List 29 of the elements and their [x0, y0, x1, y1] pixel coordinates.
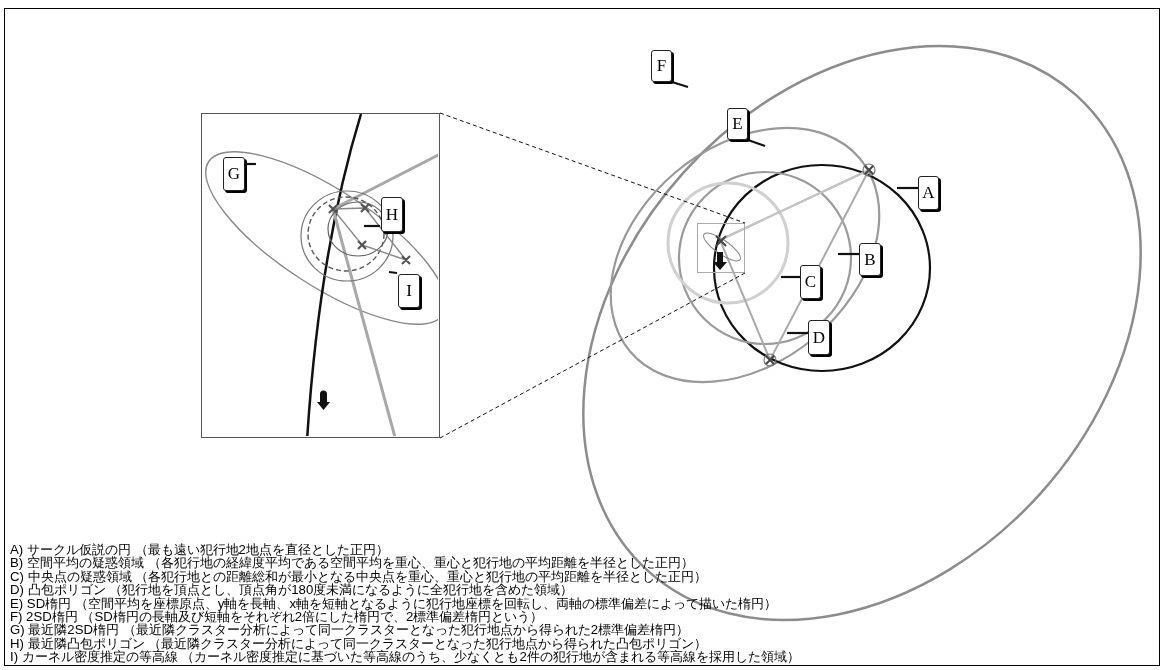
zoom-connector-line	[439, 112, 746, 224]
description-line: E) SD楕円 （空間平均を座標原点、y軸を長軸、x軸を短軸となるように犯行地座標を回転し、両軸の標準偏差によって描いた楕円）	[10, 596, 778, 610]
leader-line	[897, 186, 918, 190]
callout-label: B	[859, 243, 881, 276]
callout-label: I	[398, 274, 420, 308]
leader-line	[671, 80, 689, 89]
leader-line	[747, 138, 766, 148]
leader-line	[787, 331, 808, 335]
leader-line	[388, 270, 398, 275]
description-line: H) 最近隣凸包ポリゴン （最近隣クラスター分析によって同一クラスターとなった犯行地点から得られた凸包ポリゴン）	[10, 636, 708, 651]
description-line: I) カーネル密度推定の等高線 （カーネル密度推定に基づいた等高線のうち、少なくとも2件の犯行地が含まれる等高線を採用した領域）	[10, 650, 800, 664]
description-line: F) 2SD楕円 （SD楕円の長軸及び短軸をそれぞれ2倍にした楕円で、2標準偏差楕円という）	[10, 610, 544, 624]
description-line: B) 空間平均の疑惑領域 （各犯行地の経緯度平均である空間平均を重心、重心と犯行地の平均距離を半径とした正円）	[10, 556, 694, 570]
callout-label: D	[808, 320, 830, 355]
callout-label: F	[651, 50, 672, 82]
callout-label: A	[918, 176, 939, 210]
leader-line	[781, 275, 800, 279]
callout-label: E	[727, 108, 748, 140]
description-line: D) 凸包ポリゴン （犯行地を頂点とし、頂点角が180度未満になるように全犯行地を含めた領域）	[10, 583, 574, 597]
description-line: C) 中央点の疑惑領域 （各犯行地との距離総和が最小となる中央点を重心、重心と犯行地の平均距離を半径とした正円）	[10, 569, 708, 584]
callout-label: H	[381, 197, 403, 232]
zoom-square	[697, 223, 745, 273]
callout-label: G	[223, 157, 245, 191]
description-line: G) 最近隣2SD楕円 （最近隣クラスター分析によって同一クラスターとなった犯行地点から得られた2標準偏差楕円）	[10, 623, 689, 637]
description-line: A) サークル仮説の円 （最も遠い犯行地2地点を直径とした正円）	[10, 543, 389, 557]
leader-line	[244, 162, 256, 166]
leader-line	[364, 224, 380, 228]
leader-line	[838, 252, 859, 256]
callout-label: C	[800, 265, 821, 299]
